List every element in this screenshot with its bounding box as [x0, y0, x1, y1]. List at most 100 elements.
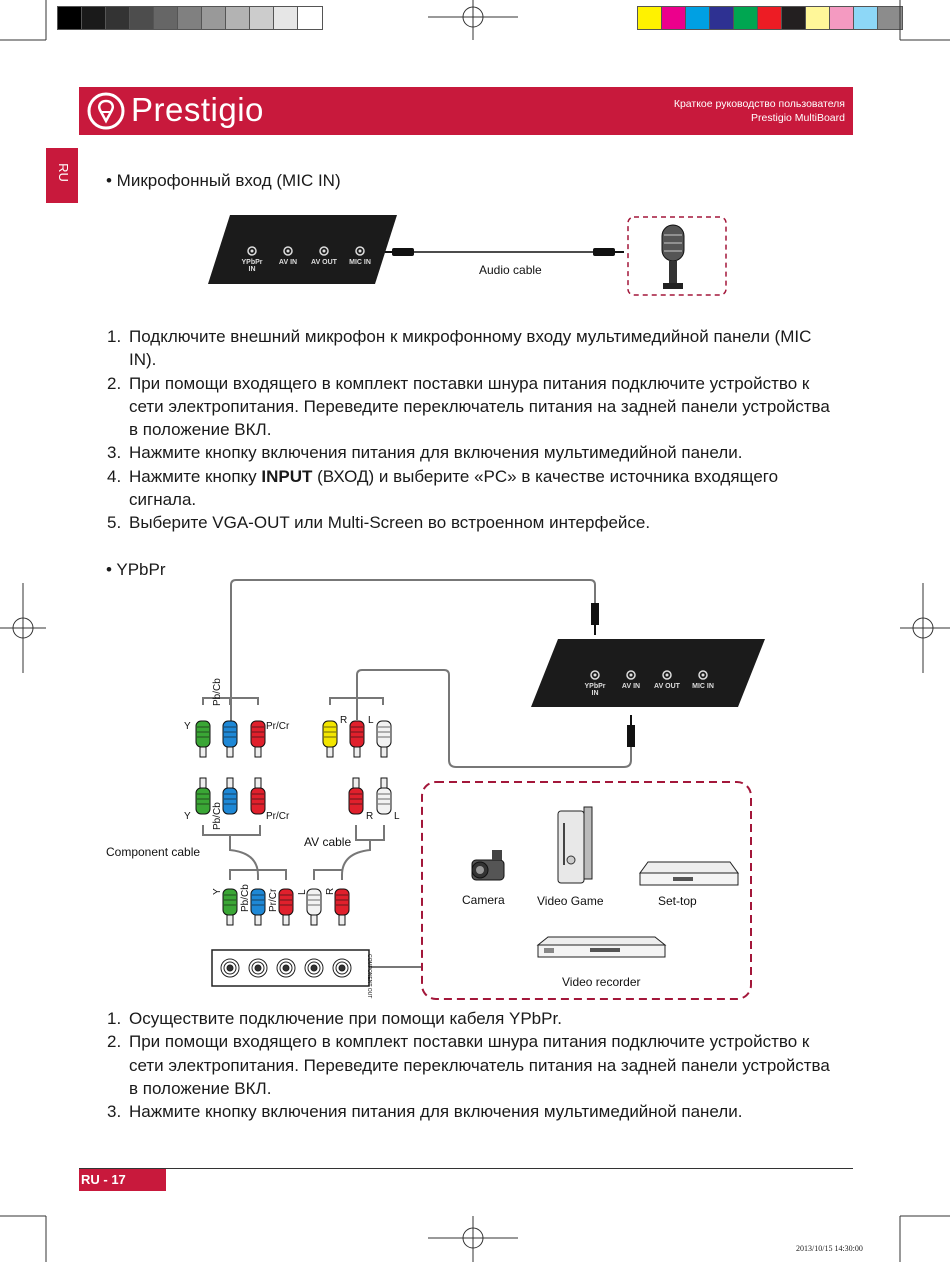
- brand-name: Prestigio: [131, 91, 264, 128]
- rca-plug: [376, 720, 392, 758]
- color-swatch: [806, 7, 830, 29]
- rca-plug: [322, 720, 338, 758]
- port-label: IN: [249, 266, 256, 273]
- panel-port-strip: [208, 215, 397, 284]
- device-label-video-recorder: Video recorder: [562, 975, 641, 989]
- step-number: 5.: [107, 513, 122, 533]
- color-swatch: [154, 7, 178, 29]
- device-label-set-top: Set-top: [658, 894, 697, 908]
- port-jack-icon: [626, 670, 636, 680]
- step-text: Осуществите подключение при помощи кабел…: [129, 1009, 562, 1028]
- label-r-mid: R: [366, 811, 374, 822]
- step-text: Нажмите кнопку включения питания для вкл…: [129, 1102, 743, 1122]
- print-timestamp: 2013/10/15 14:30:00: [796, 1244, 863, 1253]
- color-swatch: [82, 7, 106, 29]
- color-swatch: [662, 7, 686, 29]
- list-item: 5.Выберите VGA-OUT или Multi-Screen во в…: [107, 511, 837, 534]
- gray-calibration-strip: [57, 6, 323, 30]
- ypbpr-section-title: • YPbPr: [106, 560, 166, 579]
- mic-steps-list: 1.Подключите внешний микрофон к микрофон…: [107, 325, 837, 535]
- rca-plugs: [195, 720, 392, 926]
- list-item: 2.При помощи входящего в комплект постав…: [107, 1030, 837, 1100]
- list-item: 4.Нажмите кнопку INPUT (ВХОД) и выберите…: [107, 465, 837, 512]
- av-cable-label: AV cable: [304, 835, 352, 849]
- rca-plug: [349, 720, 365, 758]
- color-swatch: [202, 7, 226, 29]
- color-swatch: [710, 7, 734, 29]
- step-number: 4.: [107, 466, 122, 486]
- color-swatch: [226, 7, 250, 29]
- label-r-top: R: [340, 715, 348, 726]
- av-cable-to-panel: [356, 669, 632, 768]
- list-item: 1.Подключите внешний микрофон к микрофон…: [107, 325, 837, 372]
- port-jack-icon: [355, 246, 365, 256]
- step-text: При помощи входящего в комплект поставки…: [129, 373, 830, 440]
- port-label: AV IN: [622, 683, 640, 690]
- header-line-1: Краткое руководство пользователя: [673, 98, 845, 110]
- component-out-jacks: [220, 958, 352, 978]
- page-number: RU - 17: [81, 1172, 126, 1187]
- label-pr-bottom: Pr/Cr: [268, 888, 279, 912]
- color-swatch: [782, 7, 806, 29]
- port-label: AV OUT: [654, 683, 681, 690]
- label-r-bottom: R: [325, 887, 336, 895]
- color-swatch: [854, 7, 878, 29]
- audio-jack-right: [593, 248, 615, 256]
- panel-audio-jack-top: [591, 603, 599, 635]
- camera-icon: [471, 850, 505, 881]
- port-jack-icon: [662, 670, 672, 680]
- color-swatch: [878, 7, 902, 29]
- device-label-video-game: Video Game: [537, 894, 604, 908]
- label-y-top: Y: [184, 721, 191, 732]
- color-swatch: [274, 7, 298, 29]
- color-swatch: [250, 7, 274, 29]
- output-jack-icon: [282, 964, 290, 972]
- color-swatch: [106, 7, 130, 29]
- component-to-panel-cable: [230, 579, 596, 725]
- set-top-box-icon: [639, 861, 739, 886]
- step-number: 2.: [107, 373, 122, 393]
- rca-plug: [222, 888, 238, 926]
- header-bar: Prestigio Краткое руководство пользовате…: [79, 87, 853, 135]
- audio-jack-left: [392, 248, 414, 256]
- step-number: 1.: [107, 1009, 122, 1028]
- port-label: AV IN: [279, 259, 297, 266]
- rca-plug: [250, 888, 266, 926]
- label-pr-top: Pr/Cr: [266, 721, 290, 732]
- component-cable-label: Component cable: [106, 845, 201, 859]
- port-label: MIC IN: [692, 683, 714, 690]
- input-button-name: INPUT: [261, 466, 313, 486]
- output-jack-icon: [254, 964, 262, 972]
- step-number: 2.: [107, 1032, 122, 1052]
- color-swatch: [58, 7, 82, 29]
- output-jack-icon: [338, 964, 346, 972]
- output-jack-icon: [226, 964, 234, 972]
- rca-plug: [222, 720, 238, 758]
- step-text: Нажмите кнопку включения питания для вкл…: [129, 443, 743, 463]
- port-jack-icon: [247, 246, 257, 256]
- panel-port-strip: [531, 639, 765, 707]
- port-label: AV OUT: [311, 259, 338, 266]
- color-swatch: [178, 7, 202, 29]
- label-pb-top: Pb/Cb: [212, 678, 223, 706]
- rca-plug: [250, 720, 266, 758]
- rca-plug: [278, 888, 294, 926]
- component-out-label: COMPONENT OUT: [366, 954, 372, 999]
- microphone-icon: [661, 224, 685, 289]
- rca-plug: [222, 777, 238, 815]
- port-label: MIC IN: [349, 259, 371, 266]
- page-number-tab: RU - 17: [79, 1169, 166, 1191]
- color-swatch: [638, 7, 662, 29]
- microphone-box: [627, 216, 727, 296]
- header-line-2: Prestigio MultiBoard: [751, 112, 845, 124]
- color-swatch: [130, 7, 154, 29]
- ypbpr-steps-list: 1. Осуществите подключение при помощи каб…: [107, 1007, 837, 1123]
- rca-plug: [195, 777, 211, 815]
- language-tab-label: RU: [55, 163, 71, 182]
- list-item: 3.Нажмите кнопку включения питания для в…: [107, 1100, 837, 1123]
